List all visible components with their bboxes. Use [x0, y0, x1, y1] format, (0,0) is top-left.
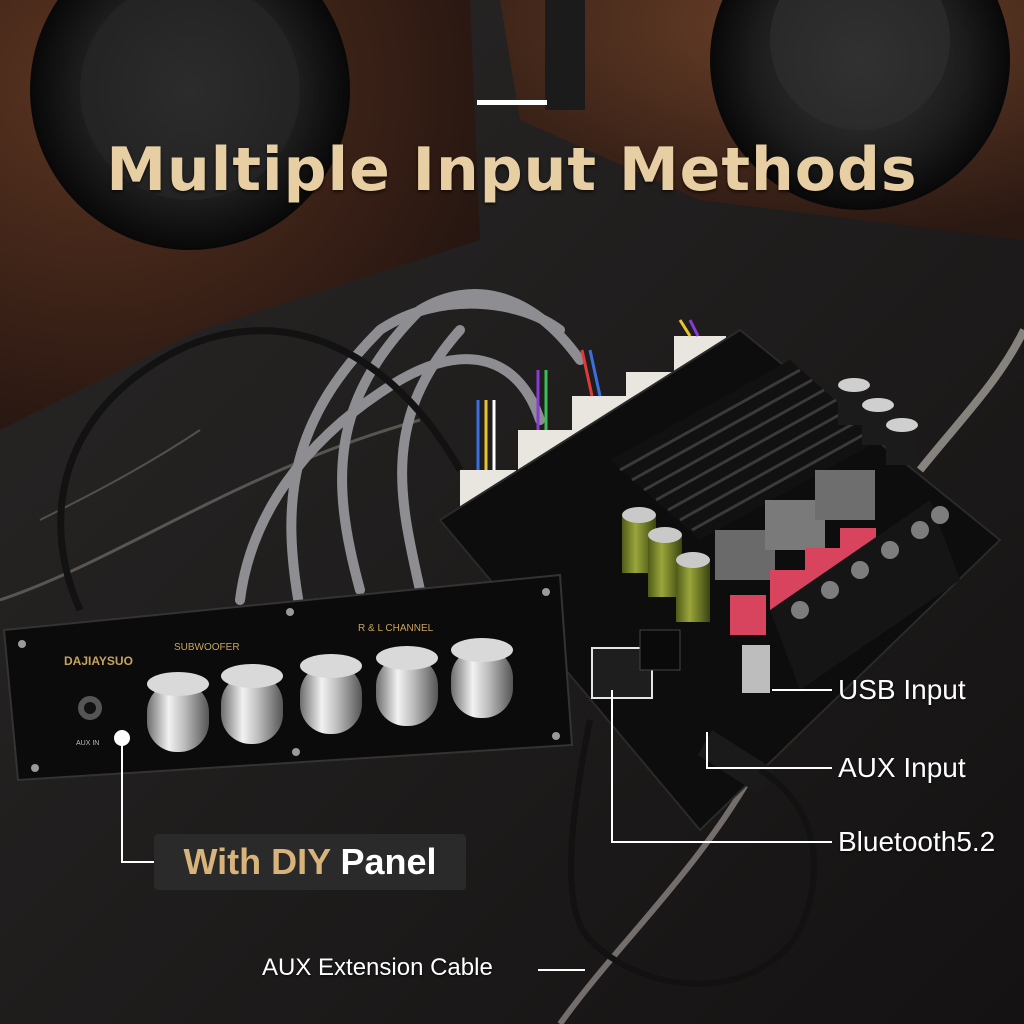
diy-word-panel: Panel	[330, 841, 437, 882]
bluetooth-callout: Bluetooth5.2	[838, 826, 996, 857]
diy-panel-callout: With DIY Panel	[154, 834, 466, 890]
aux-input-callout: AUX Input	[838, 752, 966, 783]
panel-aux-in-label: AUX IN	[76, 740, 99, 747]
title-accent-bar	[477, 100, 547, 105]
page-title: Multiple Input Methods	[106, 135, 918, 205]
panel-brand-label: DAJIAYSUO	[64, 654, 133, 668]
diy-word-with: With	[183, 841, 272, 882]
diy-word-diy: DIY	[271, 841, 331, 882]
usb-input-callout: USB Input	[838, 674, 966, 705]
aux-cable-callout: AUX Extension Cable	[262, 954, 493, 981]
panel-subwoofer-label: SUBWOOFER	[174, 642, 240, 653]
panel-knobs	[147, 638, 513, 752]
panel-rl-channel-label: R & L CHANNEL	[358, 623, 434, 634]
